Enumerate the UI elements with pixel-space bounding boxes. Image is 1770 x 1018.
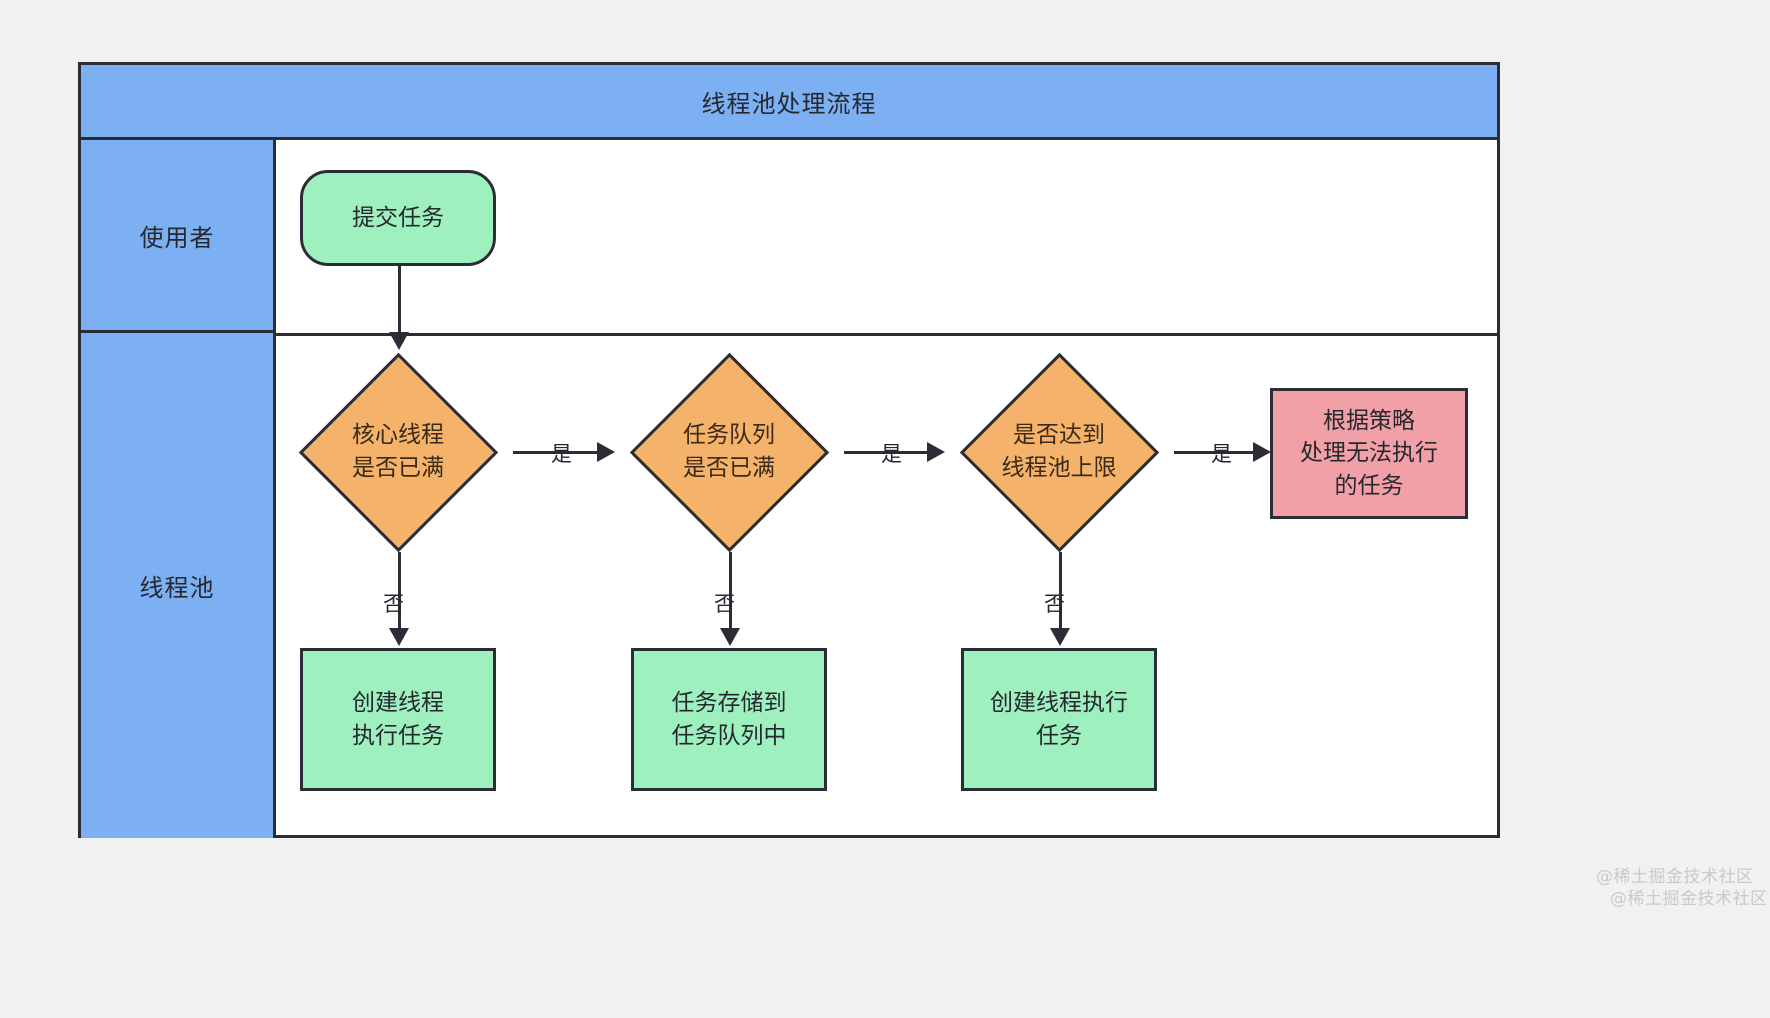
lane-header-user: 使用者 <box>81 140 276 333</box>
node-create-thread-run-task[interactable]: 创建线程执行 任务 <box>961 648 1157 791</box>
node-store-task-in-queue-line1: 任务存储到 <box>671 689 787 716</box>
edge-decision2-no-arrowhead <box>720 628 740 646</box>
edge-decision1-no-arrowhead <box>389 628 409 646</box>
edge-decision1-yes-line <box>513 451 603 454</box>
edge-decision3-yes-arrowhead <box>1253 442 1271 462</box>
node-reject-policy-line1: 根据策略 <box>1323 407 1415 434</box>
edge-start-to-decision1 <box>398 266 401 344</box>
node-store-task-in-queue-line2: 任务队列中 <box>671 722 787 749</box>
edge-start-to-decision1-arrowhead <box>389 332 409 350</box>
node-submit-task-label: 提交任务 <box>352 204 444 231</box>
edge-label-no-1: 否 <box>383 592 404 616</box>
edge-decision3-no-arrowhead <box>1050 628 1070 646</box>
node-reject-policy[interactable]: 根据策略 处理无法执行 的任务 <box>1270 388 1468 519</box>
edge-decision1-no-line <box>398 552 401 630</box>
node-submit-task[interactable]: 提交任务 <box>300 170 496 266</box>
edge-decision2-yes-line <box>844 451 933 454</box>
node-decision-queue-full-label: 任务队列是否已满 <box>683 422 775 481</box>
edge-decision2-no-line <box>729 552 732 630</box>
edge-decision1-yes-arrowhead <box>597 442 615 462</box>
edge-decision2-yes-arrowhead <box>927 442 945 462</box>
edge-label-yes-1: 是 <box>551 442 572 466</box>
node-create-thread-execute-line2: 执行任务 <box>352 722 444 749</box>
node-create-thread-execute-line1: 创建线程 <box>352 689 444 716</box>
edge-decision3-no-line <box>1059 552 1062 630</box>
node-create-thread-execute[interactable]: 创建线程 执行任务 <box>300 648 496 791</box>
diagram-title: 线程池处理流程 <box>81 65 1497 140</box>
node-create-thread-run-task-line1: 创建线程执行 <box>990 689 1128 716</box>
watermark-line-1: @稀土掘金技术社区 <box>1596 867 1754 887</box>
node-decision-max-pool-reached-label: 是否达到线程池上限 <box>1001 422 1117 481</box>
edge-label-no-2: 否 <box>714 592 735 616</box>
node-decision-core-thread-full-label: 核心线程是否已满 <box>352 422 444 481</box>
lane-divider <box>276 333 1500 336</box>
edge-label-yes-3: 是 <box>1211 442 1232 466</box>
node-reject-policy-line2: 处理无法执行 <box>1300 440 1438 467</box>
edge-label-no-3: 否 <box>1044 592 1065 616</box>
node-store-task-in-queue[interactable]: 任务存储到 任务队列中 <box>631 648 827 791</box>
lane-header-threadpool: 线程池 <box>81 333 276 838</box>
node-decision-queue-full[interactable]: 任务队列是否已满 <box>614 352 844 552</box>
watermark-line-2: @稀土掘金技术社区 <box>1610 889 1768 909</box>
node-create-thread-run-task-line2: 任务 <box>1036 722 1082 749</box>
node-reject-policy-line3: 的任务 <box>1334 472 1404 499</box>
node-decision-max-pool-reached[interactable]: 是否达到线程池上限 <box>944 352 1174 552</box>
node-decision-core-thread-full[interactable]: 核心线程是否已满 <box>283 352 513 552</box>
edge-decision3-yes-line <box>1174 451 1259 454</box>
edge-label-yes-2: 是 <box>881 442 902 466</box>
